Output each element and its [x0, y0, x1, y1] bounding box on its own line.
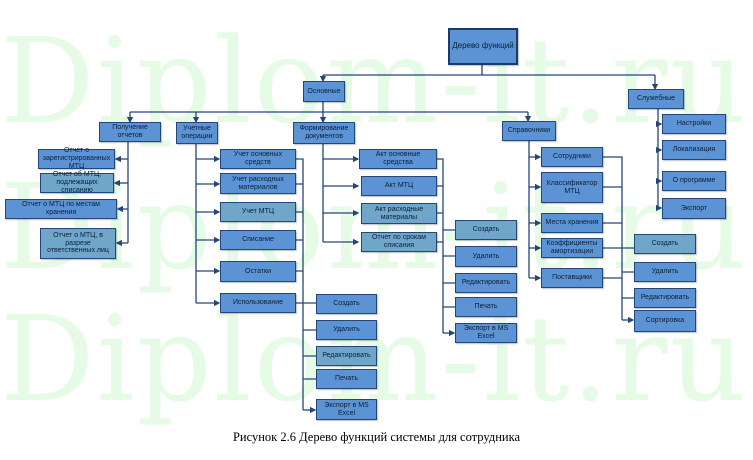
accounting-action: Удалить: [316, 320, 377, 340]
document-action: Редактировать: [455, 273, 517, 293]
report-item: Отчет о МТЦ, в разрезе ответственных лиц: [40, 228, 116, 259]
accounting-item: Учет МТЦ: [220, 202, 296, 222]
watermark: Diplom-it.ru: [0, 12, 748, 150]
service-item: О программе: [662, 171, 726, 191]
node-documents: Формирование документов: [293, 122, 355, 144]
directory-item: Коэффициенты амортизации: [541, 238, 603, 258]
directory-action: Удалить: [634, 262, 696, 282]
accounting-item: Учет расходных материалов: [220, 173, 296, 194]
directory-action: Редактировать: [634, 288, 696, 308]
accounting-action: Печать: [316, 369, 377, 389]
document-action: Создать: [455, 220, 517, 240]
report-item: Отчет о МТЦ по местам хранения: [5, 199, 117, 219]
document-action: Удалить: [455, 246, 517, 267]
directory-item: Поставщики: [541, 268, 603, 288]
node-main: Основные: [303, 81, 345, 102]
accounting-action: Редактировать: [316, 346, 377, 366]
root-node: Дерево функций: [448, 28, 518, 65]
accounting-item: Учет основных средств: [220, 149, 296, 169]
directory-item: Сотрудники: [541, 147, 603, 167]
document-item: Акт МТЦ: [361, 176, 437, 196]
report-item: Отчет о зарегистрированных МТЦ: [38, 147, 115, 170]
accounting-item: Списание: [220, 230, 296, 250]
service-item: Настройки: [662, 114, 726, 134]
service-item: Экспорт: [662, 198, 726, 219]
node-accounting: Учетные операции: [176, 122, 218, 144]
accounting-action: Экспорт в MS Excel: [316, 399, 377, 420]
accounting-item: Использование: [220, 293, 296, 313]
document-item: Акт расходные материалы: [361, 203, 437, 224]
node-reports: Получение отчетов: [99, 122, 161, 142]
document-item: Акт основные средства: [359, 149, 437, 169]
report-item: Отчет об МТЦ, подлежащих списанию: [40, 171, 114, 194]
document-item: Отчет по срокам списания: [361, 232, 437, 252]
document-action: Экспорт в MS Excel: [455, 323, 517, 343]
document-action: Печать: [455, 297, 517, 317]
directory-item: Классификатор МТЦ: [541, 172, 603, 203]
service-item: Локализация: [662, 140, 726, 160]
node-service: Служебные: [628, 89, 684, 109]
directory-action: Сортировка: [634, 310, 696, 332]
figure-caption: Рисунок 2.6 Дерево функций системы для с…: [232, 430, 521, 444]
directory-action: Создать: [634, 234, 696, 254]
accounting-action: Создать: [316, 294, 377, 314]
accounting-item: Остатки: [220, 261, 296, 282]
directory-item: Места хранения: [541, 213, 603, 233]
node-directories: Справочники: [502, 121, 556, 141]
